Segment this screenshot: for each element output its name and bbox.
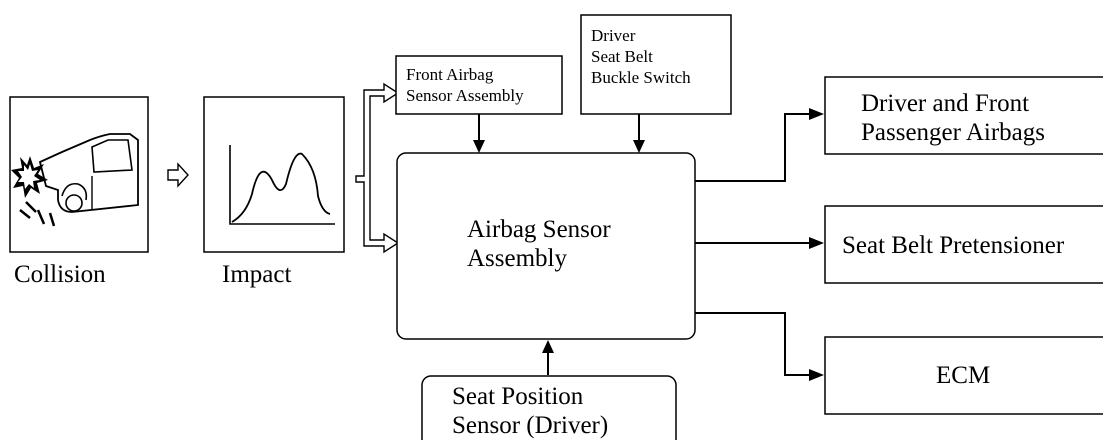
seat-position-line2: Sensor (Driver)	[452, 412, 608, 439]
buckle-switch-line3: Buckle Switch	[591, 68, 691, 87]
hollow-arrow-icon	[167, 162, 189, 188]
airbags-line1: Driver and Front	[861, 90, 1029, 117]
impact-block: Impact	[203, 96, 345, 288]
airbags-line2: Passenger Airbags	[861, 119, 1045, 146]
pretensioner-label: Seat Belt Pretensioner	[842, 232, 1065, 259]
buckle-switch-line2: Seat Belt	[591, 47, 653, 66]
front-sensor-line2: Sensor Assembly	[406, 86, 524, 105]
ecm-label: ECM	[936, 362, 990, 389]
pretensioner-output-block: Seat Belt Pretensioner	[824, 205, 1103, 284]
impact-signal-branch	[355, 82, 400, 254]
main-sensor-line2: Assembly	[467, 245, 568, 272]
buckle-switch-block: Driver Seat Belt Buckle Switch	[580, 14, 732, 115]
seat-position-sensor-block: Seat Position Sensor (Driver)	[421, 375, 677, 440]
impact-waveform-icon	[229, 145, 335, 225]
airbags-output-block: Driver and Front Passenger Airbags	[824, 76, 1103, 155]
collision-label: Collision	[14, 261, 106, 288]
input-arrows	[473, 114, 645, 375]
buckle-switch-line1: Driver	[591, 26, 636, 45]
seat-position-line1: Seat Position	[452, 383, 584, 410]
ecm-output-block: ECM	[824, 336, 1103, 415]
impact-label: Impact	[222, 261, 291, 288]
collision-block: Collision	[9, 96, 149, 288]
output-arrows	[695, 108, 824, 381]
main-sensor-line1: Airbag Sensor	[467, 216, 611, 243]
front-airbag-sensor-block: Front Airbag Sensor Assembly	[395, 55, 563, 115]
car-collision-icon	[11, 133, 139, 227]
airbag-sensor-assembly-block: Airbag Sensor Assembly	[396, 152, 696, 340]
front-sensor-line1: Front Airbag	[406, 65, 494, 84]
